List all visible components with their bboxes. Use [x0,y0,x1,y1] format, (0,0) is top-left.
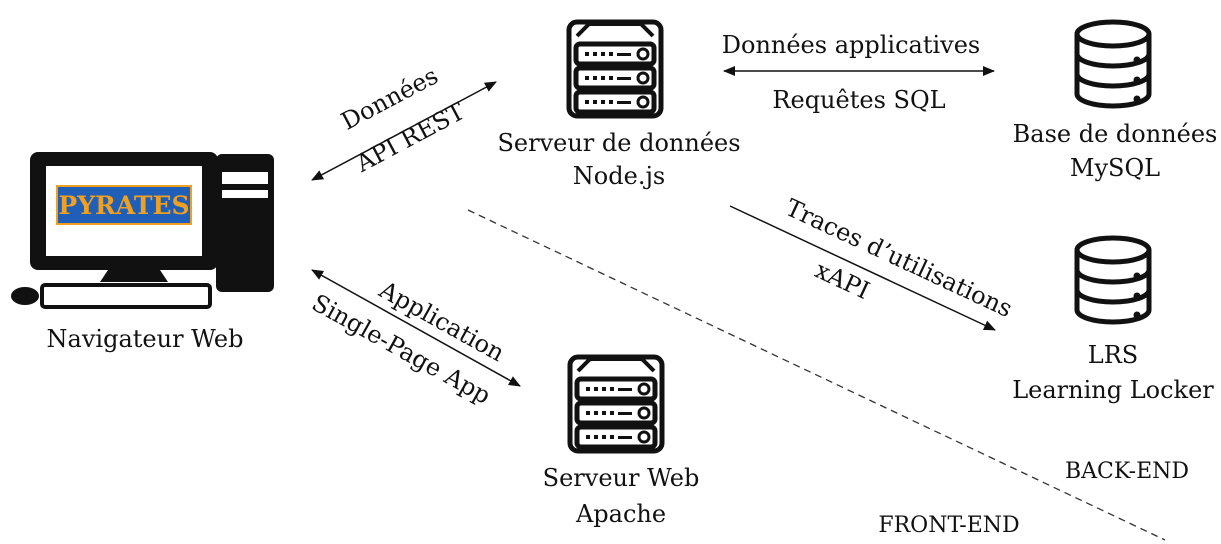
web-server-icon [567,354,665,454]
front-end-label: FRONT-END [878,513,1019,538]
database-label-line1: Base de données [1013,120,1218,148]
lrs-label-line1: LRS [1088,341,1138,369]
svg-text:PYRATES: PYRATES [58,191,189,220]
client-data-server-arrow [311,81,497,181]
data-server-lrs-top-label: Traces d’utilisations [781,193,1016,323]
data-server-lrs-arrow [729,205,996,331]
data-server-label-line2: Node.js [573,162,665,190]
client-label: Navigateur Web [47,325,244,353]
front-back-separator [467,209,1166,541]
pyrates-logo: PYRATES [56,185,192,225]
lrs-database-icon [1074,235,1152,325]
desktop-computer-icon: PYRATES [11,152,274,309]
back-end-label: BACK-END [1065,459,1189,484]
web-server-label-line1: Serveur Web [543,464,700,492]
data-server-database-bottom-label: Requêtes SQL [772,86,945,114]
database-label-line2: MySQL [1070,154,1160,182]
data-server-lrs-bottom-label: xAPI [811,256,874,305]
database-icon [1074,19,1152,109]
web-server-label-line2: Apache [575,500,666,528]
data-server-database-top-label: Données applicatives [722,31,981,59]
client-web-server-arrow [311,269,521,387]
data-server-icon [566,19,664,119]
lrs-label-line2: Learning Locker [1012,376,1214,404]
data-server-label-line1: Serveur de données [497,129,740,157]
